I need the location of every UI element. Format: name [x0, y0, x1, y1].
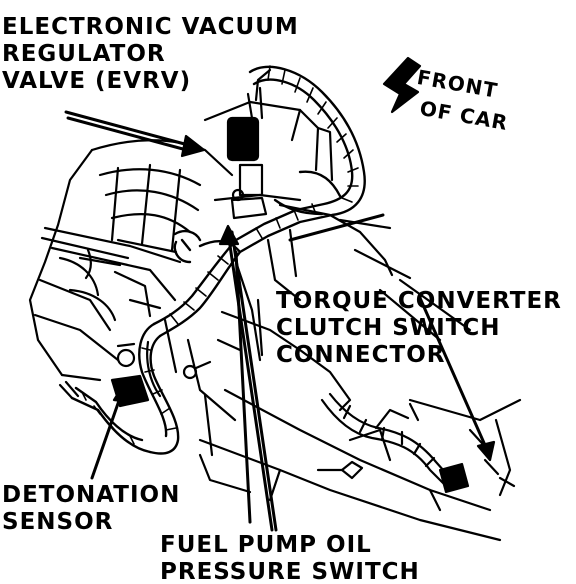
detonation-sensor-label: DETONATION SENSOR — [2, 482, 180, 536]
detonation-sensor-label-line-1: DETONATION — [2, 482, 181, 508]
evrv-label-line-2: REGULATOR — [2, 41, 166, 67]
torque-converter-label-line-2: CLUTCH SWITCH — [276, 315, 501, 341]
leader-lines — [64, 110, 490, 532]
evrv-valve-body — [226, 86, 268, 220]
front-direction-arrow-icon — [382, 56, 422, 114]
evrv-label: ELECTRONIC VACUUM REGULATOR VALVE (EVRV) — [2, 14, 299, 95]
torque-converter-label-line-1: TORQUE CONVERTER — [276, 288, 562, 314]
wiring-harness — [70, 65, 366, 455]
arrow-heads — [112, 134, 496, 462]
fuel-pump-label-line-1: FUEL PUMP OIL — [160, 532, 372, 558]
torque-converter-label-line-3: CONNECTOR — [276, 342, 446, 368]
fuel-pump-label-line-2: PRESSURE SWITCH — [160, 559, 420, 584]
fuel-pump-label: FUEL PUMP OIL PRESSURE SWITCH — [160, 532, 420, 584]
evrv-label-line-3: VALVE (EVRV) — [2, 68, 192, 94]
engine-block-outline — [28, 139, 234, 382]
transmission-outline — [198, 278, 522, 542]
cylinder-head-outline — [146, 68, 412, 494]
tcc-connector-part — [316, 392, 470, 494]
torque-converter-label: TORQUE CONVERTER CLUTCH SWITCH CONNECTOR — [276, 288, 562, 369]
detonation-sensor-label-line-2: SENSOR — [2, 509, 114, 535]
evrv-label-line-1: ELECTRONIC VACUUM — [2, 14, 299, 40]
detonation-sensor-part — [58, 342, 212, 408]
